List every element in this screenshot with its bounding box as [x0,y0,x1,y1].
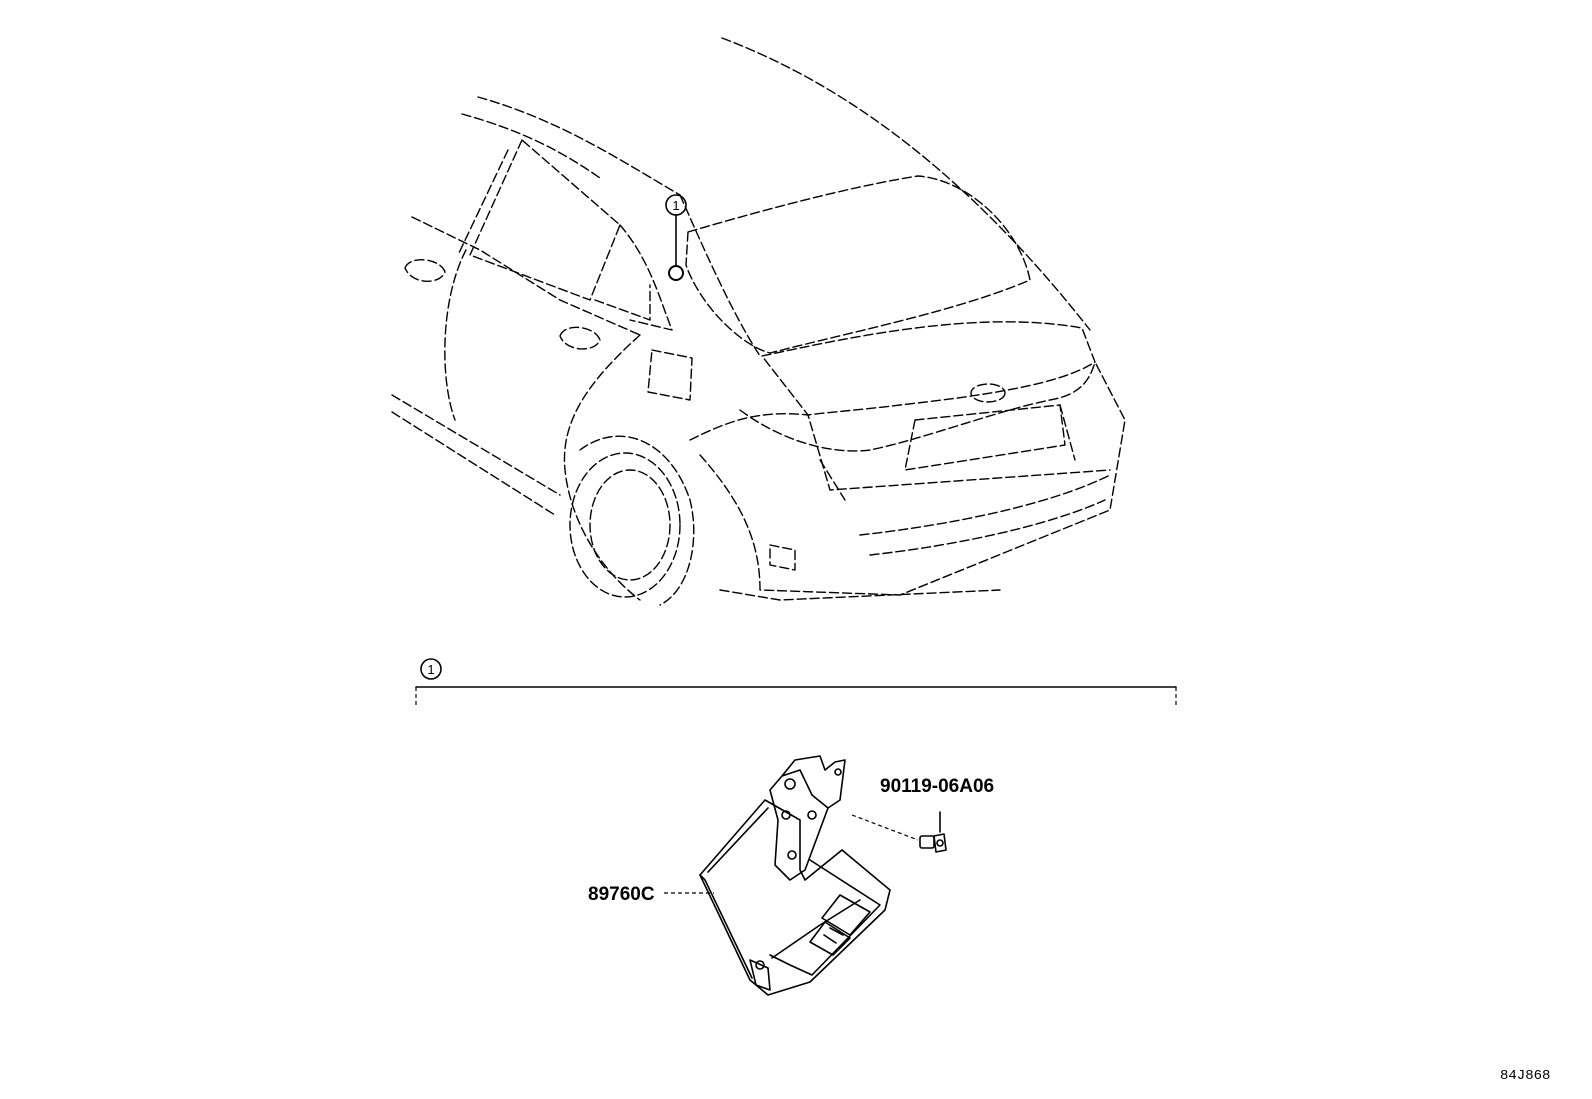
location-callout-number: 1 [672,198,679,213]
bolt-part-number: 90119-06A06 [880,776,994,797]
bolt-drawing [851,811,947,853]
section-callout-number: 1 [427,662,434,677]
section-bracket [415,658,1177,706]
vehicle-rear-outline [391,37,1126,606]
module-part-number: 89760C [588,884,655,905]
location-marker [665,194,687,281]
control-module-drawing [664,755,891,996]
figure-code: 84J868 [1500,1068,1550,1084]
